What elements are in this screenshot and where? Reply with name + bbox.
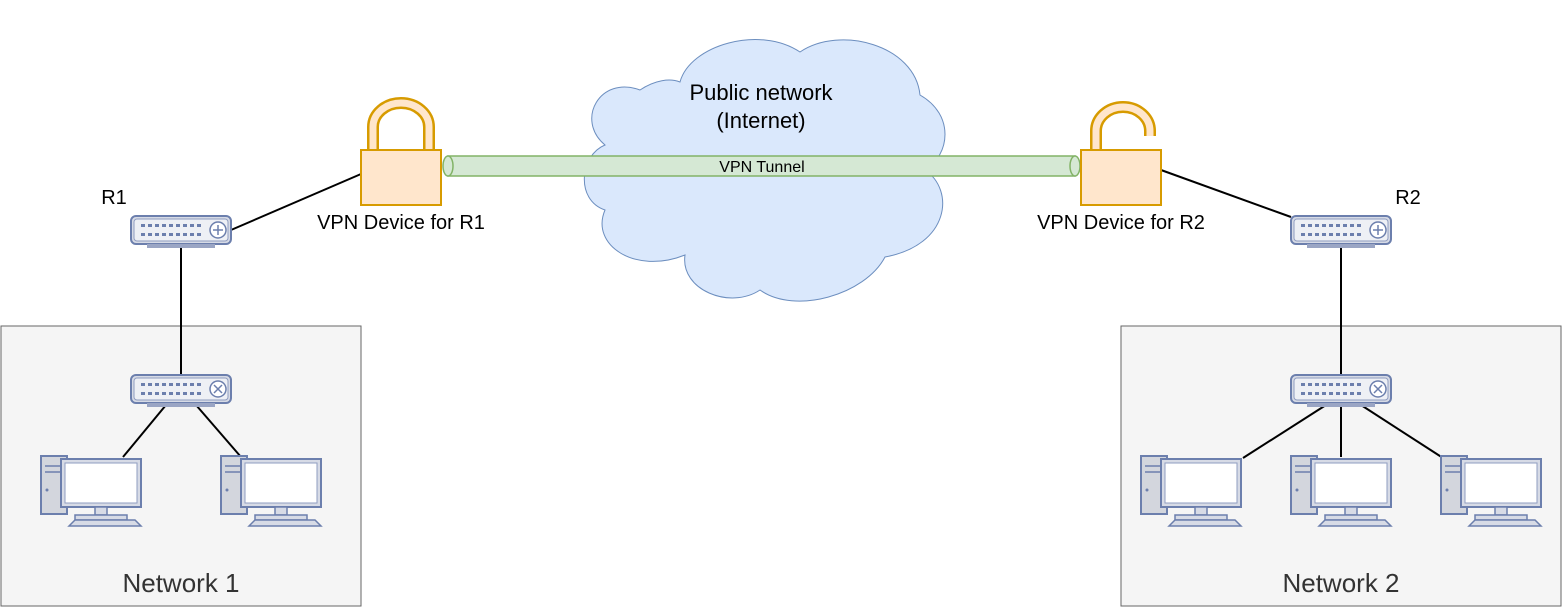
lock-open-icon [1080, 101, 1162, 206]
switch-icon [1290, 374, 1392, 408]
vpn-tunnel-label: VPN Tunnel [719, 159, 804, 176]
cloud-label-line2: (Internet) [716, 108, 805, 133]
vpn-tunnel [442, 155, 1081, 177]
link-switch2-pc1 [1242, 404, 1327, 459]
link-switch1-pc1 [122, 404, 167, 458]
router-r1-label: R1 [101, 187, 127, 209]
link-switch2-pc3 [1360, 404, 1444, 459]
router-icon [1290, 215, 1392, 249]
router-r2-label: R2 [1395, 187, 1421, 209]
connection-lines [122, 169, 1444, 459]
vpn-device-r2-label: VPN Device for R2 [1037, 212, 1205, 234]
router-icon [130, 215, 232, 249]
lock-closed-icon [360, 97, 442, 206]
link-switch1-pc2 [195, 404, 242, 458]
network-2-label: Network 2 [1282, 568, 1399, 598]
network-1-label: Network 1 [122, 568, 239, 598]
switch-icon [130, 374, 232, 408]
link-r1-vpn1 [230, 173, 362, 231]
link-vpn2-r2 [1160, 169, 1292, 218]
cloud-label-line1: Public network [689, 80, 833, 105]
vpn-device-r1-label: VPN Device for R1 [317, 212, 485, 234]
